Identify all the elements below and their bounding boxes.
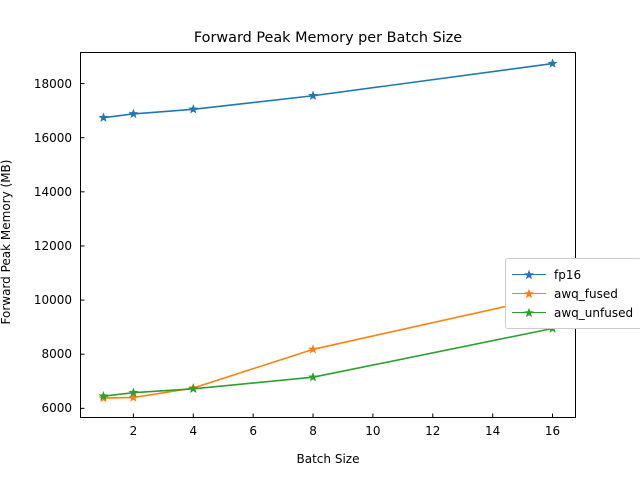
- series-fp16: [98, 58, 558, 122]
- y-tick-label: 6000: [41, 401, 72, 416]
- legend-swatch: [512, 306, 546, 320]
- x-axis-label: Batch Size: [296, 452, 360, 466]
- legend-label: fp16: [554, 267, 582, 282]
- x-tick-label: 16: [544, 424, 561, 438]
- y-axis-label: Forward Peak Memory (MB): [0, 159, 13, 325]
- star-icon: [524, 269, 534, 279]
- y-tick-label: 8000: [41, 347, 72, 362]
- data-point-marker: [188, 383, 199, 394]
- star-icon: [524, 307, 534, 317]
- y-tick-label: 10000: [33, 293, 72, 308]
- series-line: [103, 295, 553, 399]
- y-axis-tick-labels: 6000 8000 10000 12000 14000 16000 18000: [8, 52, 72, 418]
- x-tick-label: 4: [189, 424, 198, 438]
- y-tick-label: 14000: [33, 184, 72, 199]
- legend-item-awq_unfused[interactable]: awq_unfused: [512, 303, 633, 322]
- data-point-marker: [98, 112, 109, 122]
- chart-title: Forward Peak Memory per Batch Size: [193, 30, 463, 46]
- y-tick-label: 18000: [33, 76, 72, 91]
- star-icon: [524, 288, 534, 298]
- x-axis-tick-labels: 2 4 6 8 10 12 14 16: [80, 424, 576, 442]
- series-line: [103, 327, 553, 397]
- x-tick-label: 6: [249, 424, 257, 438]
- legend-label: awq_fused: [554, 286, 618, 301]
- legend-swatch: [512, 287, 546, 301]
- chart-legend[interactable]: fp16 awq_fused awq_unfused: [505, 258, 640, 329]
- x-tick-label: 10: [365, 424, 381, 438]
- series-line: [103, 62, 553, 119]
- data-point-marker: [188, 104, 199, 114]
- data-point-marker: [128, 108, 139, 119]
- legend-swatch: [512, 268, 546, 282]
- series-awq_fused: [98, 290, 558, 403]
- data-point-marker: [308, 90, 318, 100]
- data-point-marker: [308, 372, 318, 382]
- chart-canvas: [81, 58, 558, 417]
- legend-label: awq_unfused: [554, 305, 634, 320]
- data-point-marker: [128, 387, 139, 397]
- data-point-marker: [547, 58, 558, 68]
- series-awq_unfused: [98, 323, 558, 401]
- x-tick-label: 8: [309, 424, 317, 438]
- x-tick-label: 12: [425, 424, 441, 438]
- data-point-marker: [98, 390, 109, 401]
- y-tick-label: 12000: [33, 238, 72, 253]
- x-tick-label: 14: [485, 424, 501, 438]
- legend-item-fp16[interactable]: fp16: [512, 265, 633, 284]
- data-point-marker: [308, 344, 318, 354]
- plot-area: fp16 awq_fused awq_unfused: [80, 52, 640, 418]
- data-point-marker: [128, 392, 139, 402]
- x-tick-label: 2: [129, 424, 138, 438]
- y-tick-label: 16000: [33, 130, 72, 145]
- legend-item-awq_fused[interactable]: awq_fused: [512, 284, 633, 303]
